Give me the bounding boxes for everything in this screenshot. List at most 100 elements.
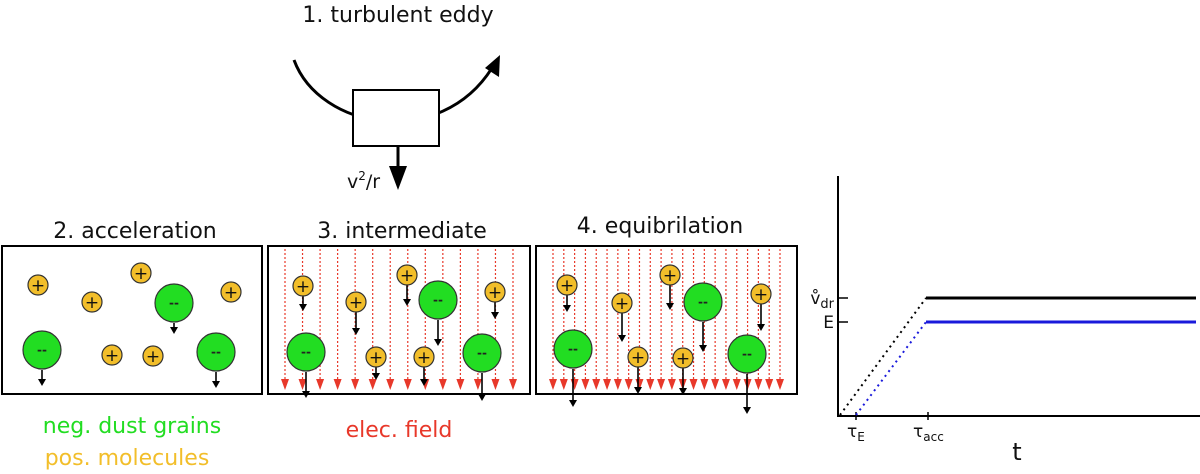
- dust-sign: --: [568, 342, 578, 356]
- molecule-circle: [627, 346, 649, 368]
- dust-circle: [22, 330, 62, 370]
- positive-molecule: +: [27, 274, 49, 296]
- field-arrowhead: [333, 379, 342, 390]
- molecule-sign: +: [146, 347, 160, 367]
- drift-arrowhead: [491, 312, 499, 319]
- field-arrowhead: [403, 379, 412, 390]
- molecule-sign: +: [349, 293, 363, 313]
- field-arrowhead: [721, 379, 730, 390]
- dust-circle: [154, 283, 194, 323]
- field-arrowhead: [732, 379, 741, 390]
- positive-molecule: +: [556, 274, 578, 312]
- dust-circle: [462, 333, 502, 373]
- field-arrowhead: [351, 379, 360, 390]
- field-arrowhead: [667, 379, 676, 390]
- parcel-box: [352, 89, 440, 147]
- drift-arrowhead: [478, 394, 486, 401]
- field-arrowhead: [592, 379, 601, 390]
- dust-circle: [418, 280, 458, 320]
- force-arrowhead: [389, 166, 407, 190]
- molecule-circle: [611, 292, 633, 314]
- molecule-circle: [345, 291, 367, 313]
- molecule-circle: [81, 291, 103, 313]
- field-arrowhead: [509, 379, 517, 390]
- drift-arrowhead: [618, 335, 626, 342]
- field-arrowhead: [368, 379, 377, 390]
- field-arrowhead: [316, 379, 325, 390]
- eddy-title: 1. turbulent eddy: [302, 3, 493, 28]
- molecule-sign: +: [615, 294, 629, 314]
- molecule-circle: [659, 264, 681, 286]
- molecule-sign: +: [488, 283, 502, 303]
- negative-dust-grain: --: [462, 333, 502, 401]
- negative-dust-grain: --: [286, 332, 326, 398]
- molecule-sign: +: [224, 283, 238, 303]
- molecule-circle: [130, 262, 152, 284]
- dust-sign: --: [37, 343, 47, 357]
- drift-arrowhead: [403, 299, 411, 306]
- molecule-sign: +: [676, 349, 690, 369]
- xlabel-tau-e: τE: [847, 422, 865, 444]
- molecule-circle: [484, 281, 506, 303]
- E-ramp-dotted: [855, 321, 927, 416]
- field-arrowhead: [298, 379, 307, 390]
- negative-dust-grain: --: [418, 280, 458, 346]
- positive-molecule: +: [220, 281, 242, 303]
- negative-dust-grain: --: [727, 334, 767, 414]
- molecule-circle: [750, 283, 772, 305]
- drift-arrowhead: [420, 379, 428, 386]
- field-arrowhead: [776, 379, 784, 390]
- field-arrowhead: [624, 379, 633, 390]
- molecule-sign: +: [105, 346, 119, 366]
- molecule-sign: +: [754, 285, 768, 305]
- field-arrowhead: [700, 379, 709, 390]
- turbulent-eddy: 1. turbulent eddy v2/r: [292, 3, 500, 193]
- field-arrowhead: [646, 379, 655, 390]
- drift-arrowhead: [634, 387, 642, 394]
- molecule-sign: +: [417, 348, 431, 368]
- field-arrowhead: [559, 379, 568, 390]
- negative-dust-grain: --: [553, 329, 593, 407]
- drift-arrowhead: [212, 381, 220, 388]
- drift-arrowhead: [569, 400, 577, 407]
- positive-molecule: +: [750, 283, 772, 331]
- molecule-sign: +: [296, 277, 310, 297]
- negative-dust-grain: --: [683, 282, 723, 352]
- field-arrowhead: [657, 379, 666, 390]
- dust-circle: [727, 334, 767, 374]
- field-arrowhead: [689, 379, 698, 390]
- dust-sign: --: [211, 345, 221, 359]
- molecule-sign: +: [560, 276, 574, 296]
- legend-molecules: pos. molecules: [45, 446, 210, 470]
- positive-molecule: +: [484, 281, 506, 319]
- positive-molecule: +: [659, 264, 681, 310]
- field-arrowhead: [603, 379, 612, 390]
- dust-circle: [196, 332, 236, 372]
- dust-circle: [286, 332, 326, 372]
- ylabel-E: E: [823, 313, 834, 333]
- drift-arrowhead: [699, 345, 707, 352]
- field-arrowhead: [438, 379, 447, 390]
- force-label: v2/r: [347, 169, 380, 193]
- positive-molecule: +: [672, 347, 694, 395]
- drift-arrowhead: [679, 388, 687, 395]
- field-arrowhead: [386, 379, 395, 390]
- field-arrowhead: [473, 379, 482, 390]
- drift-arrowhead: [434, 339, 442, 346]
- molecule-circle: [413, 346, 435, 368]
- field-arrowhead: [711, 379, 720, 390]
- dust-sign: --: [301, 345, 311, 359]
- field-arrowhead: [281, 379, 289, 390]
- field-arrowhead: [754, 379, 763, 390]
- positive-molecule: +: [345, 291, 367, 335]
- field-arrowhead: [613, 379, 622, 390]
- panel-label-equilibration: 4. equibrilation: [577, 214, 743, 239]
- positive-molecule: +: [365, 346, 387, 380]
- drift-arrowhead: [352, 328, 360, 335]
- positive-molecule: +: [396, 264, 418, 306]
- molecule-sign: +: [369, 348, 383, 368]
- molecule-sign: +: [31, 276, 45, 296]
- field-arrowhead: [491, 379, 500, 390]
- positive-molecule: +: [130, 262, 152, 284]
